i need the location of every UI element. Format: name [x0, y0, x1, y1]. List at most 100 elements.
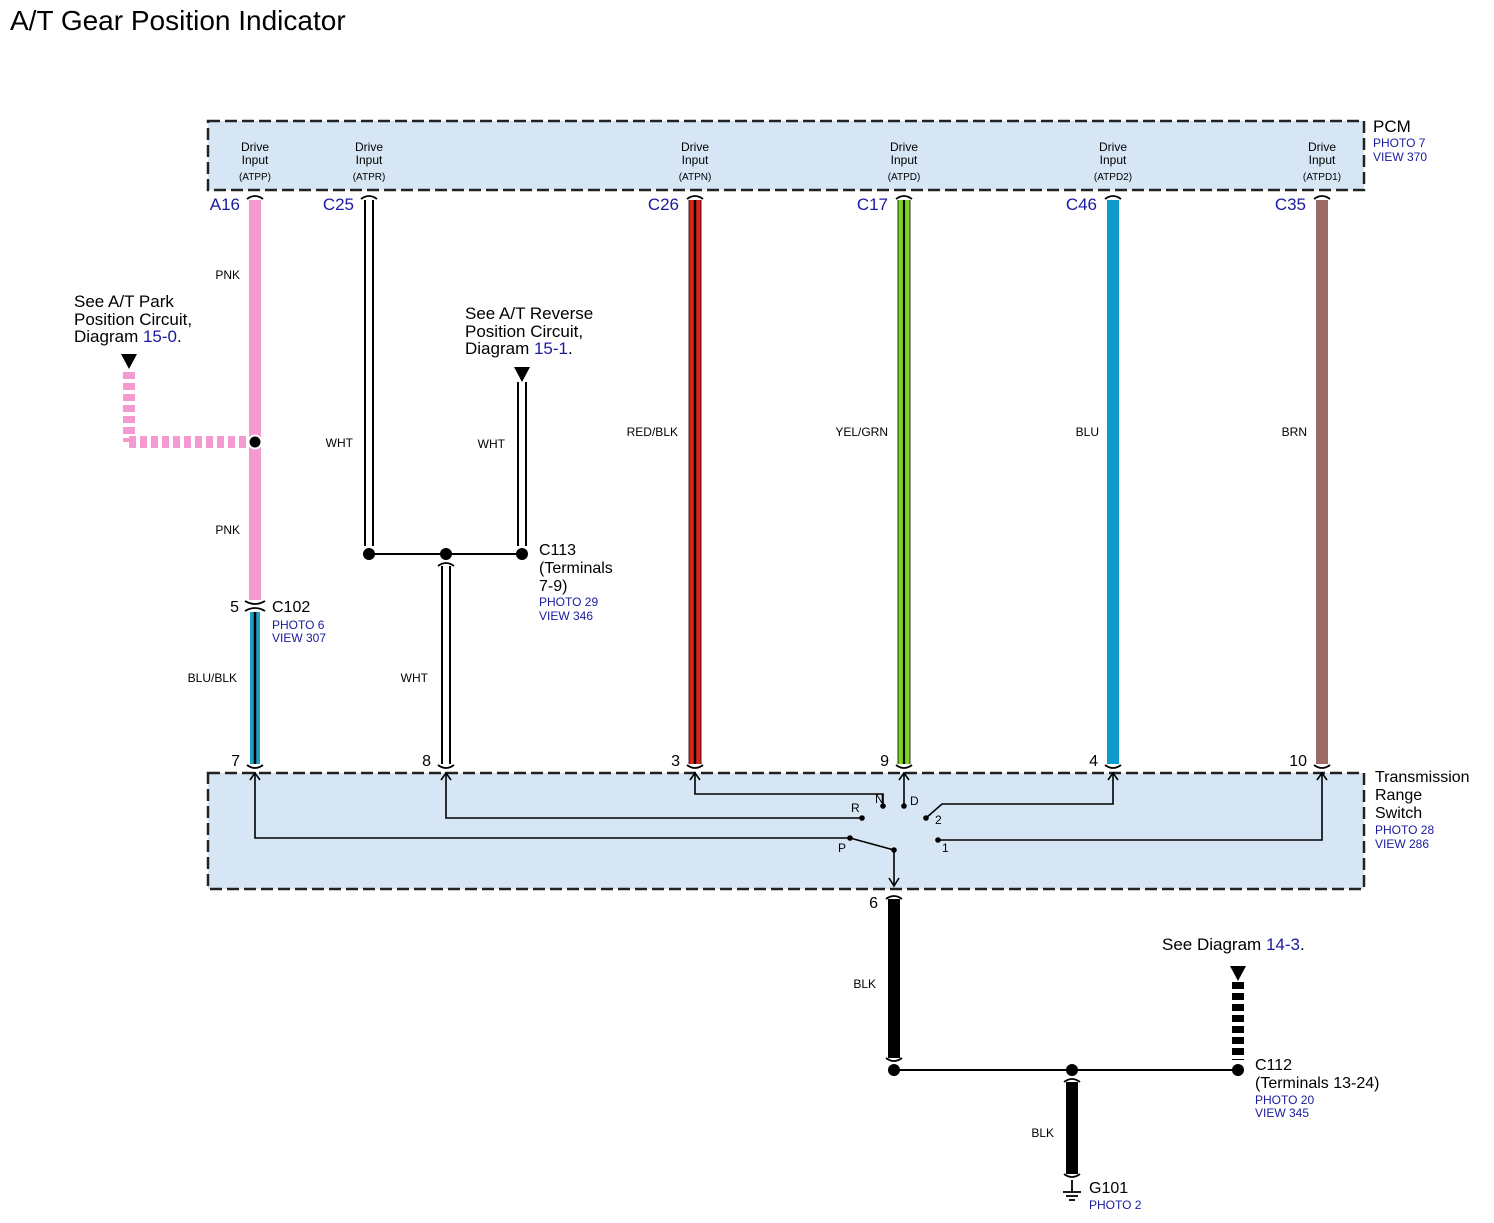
trs-pin-8: 8: [422, 753, 431, 770]
pcm-input-signal: (ATPD2): [1094, 172, 1132, 183]
switch-position-1: 1: [942, 841, 949, 855]
diagram-14-3-link[interactable]: 14-3: [1266, 935, 1300, 954]
trs-label: Switch: [1375, 805, 1422, 822]
splice-point: [440, 548, 452, 560]
g101-label: G101: [1089, 1180, 1128, 1197]
pcm-input-atpr: Drive Input (ATPR): [353, 140, 386, 183]
page-title: A/T Gear Position Indicator: [10, 5, 346, 36]
wire-label-wht: WHT: [326, 436, 354, 450]
wire-label-blu: BLU: [1076, 425, 1099, 439]
wire-label-pnk: PNK: [215, 523, 240, 537]
switch-position-n: N: [875, 792, 884, 806]
pcm-view-link[interactable]: VIEW 370: [1373, 150, 1427, 164]
pcm-pin-a16: A16: [210, 195, 240, 214]
trs-pin-10: 10: [1289, 753, 1307, 770]
splice-point: [247, 434, 263, 450]
switch-contacts: [847, 803, 941, 853]
reverse-ref-note: See A/T Reverse Position Circuit, Diagra…: [465, 304, 593, 358]
trs-label: Range: [1375, 787, 1422, 804]
switch-internal-wiring: [254, 772, 1323, 884]
ground-icon: [1063, 1180, 1081, 1201]
c102-view-link[interactable]: VIEW 307: [272, 631, 326, 645]
c113-view-link[interactable]: VIEW 346: [539, 609, 593, 623]
reverse-diagram-link[interactable]: 15-1: [534, 339, 568, 358]
park-ref-note: See A/T Park Position Circuit, Diagram 1…: [74, 292, 192, 346]
c102-label: C102: [272, 599, 310, 616]
pin6-cap: [885, 895, 903, 900]
trs-pin-7: 7: [231, 753, 240, 770]
switch-position-p: P: [838, 841, 846, 855]
pcm-pin-c46: C46: [1066, 195, 1097, 214]
ref-arrow-icon: [514, 367, 530, 382]
pcm-input-label: Drive: [1308, 140, 1336, 154]
ref-arrow-icon: [1230, 966, 1246, 981]
trs-pin-6: 6: [869, 895, 878, 912]
trs-photo-link[interactable]: PHOTO 28: [1375, 823, 1434, 837]
wire-top-cap: [1063, 1078, 1081, 1083]
pcm-pin-c26: C26: [648, 195, 679, 214]
pcm-input-label: Drive: [241, 140, 269, 154]
park-ref-line: Position Circuit,: [74, 310, 192, 329]
c113-label: C113: [539, 542, 576, 559]
pcm-input-signal: (ATPD): [888, 172, 921, 183]
pcm-input-signal: (ATPN): [679, 172, 712, 183]
wire-label-blk: BLK: [853, 977, 876, 991]
wire-wht-lower: [437, 562, 455, 764]
diagram-ref-note: See Diagram 14-3.: [1162, 935, 1305, 954]
wire-red-blk: [688, 200, 702, 764]
g101-photo-link[interactable]: PHOTO 2: [1089, 1198, 1142, 1212]
wire-label-brn: BRN: [1282, 425, 1307, 439]
pcm-input-label: Input: [891, 153, 918, 167]
splice-point: [363, 548, 375, 560]
c112-view-link[interactable]: VIEW 345: [1255, 1106, 1309, 1120]
pcm-input-label: Drive: [1099, 140, 1127, 154]
pcm-input-label: Input: [356, 153, 383, 167]
trs-pin-3: 3: [671, 753, 680, 770]
pcm-photo-link[interactable]: PHOTO 7: [1373, 136, 1426, 150]
park-ref-line: Diagram 15-0.: [74, 327, 182, 346]
c113-terminals: 7-9): [539, 578, 567, 595]
wire-label-blu-blk: BLU/BLK: [188, 671, 237, 685]
pcm-input-signal: (ATPP): [239, 172, 271, 183]
pcm-input-atpd2: Drive Input (ATPD2): [1094, 140, 1132, 183]
c102-photo-link[interactable]: PHOTO 6: [272, 618, 325, 632]
reverse-ref-line: See A/T Reverse: [465, 304, 593, 323]
pcm-input-atpd1: Drive Input (ATPD1): [1303, 140, 1341, 183]
wire-end-cap: [1063, 1173, 1081, 1178]
wire-label-red-blk: RED/BLK: [627, 425, 678, 439]
pcm-input-signal: (ATPD1): [1303, 172, 1341, 183]
c112-terminals: (Terminals 13-24): [1255, 1075, 1379, 1092]
pcm-label: PCM: [1373, 117, 1411, 136]
c112-label: C112: [1255, 1057, 1292, 1074]
pcm-input-label: Input: [1309, 153, 1336, 167]
arrow-icon: [249, 771, 1328, 888]
reverse-ref-line: Diagram 15-1.: [465, 339, 573, 358]
pcm-input-label: Input: [242, 153, 269, 167]
splice-point: [516, 548, 528, 560]
trs-label: Transmission: [1375, 769, 1470, 786]
c113-photo-link[interactable]: PHOTO 29: [539, 595, 598, 609]
c112-photo-link[interactable]: PHOTO 20: [1255, 1093, 1314, 1107]
pcm-pin-c17: C17: [857, 195, 888, 214]
c113-terminals: (Terminals: [539, 560, 613, 577]
pcm-pin-c35: C35: [1275, 195, 1306, 214]
park-ref-line: See A/T Park: [74, 292, 174, 311]
splice-point: [888, 1064, 900, 1076]
pcm-input-atpp: Drive Input (ATPP): [239, 140, 271, 183]
park-diagram-link[interactable]: 15-0: [143, 327, 177, 346]
trs-view-link[interactable]: VIEW 286: [1375, 837, 1429, 851]
wire-label-wht: WHT: [478, 437, 506, 451]
c102-pin: 5: [230, 599, 239, 616]
pcm-box: [206, 119, 1366, 192]
pcm-input-label: Drive: [890, 140, 918, 154]
pcm-input-atpd: Drive Input (ATPD): [888, 140, 921, 183]
wire-label-blk: BLK: [1031, 1126, 1054, 1140]
switch-position-2: 2: [935, 813, 942, 827]
splice-point: [1066, 1064, 1078, 1076]
trs-pin-9: 9: [880, 753, 889, 770]
ref-arrow-icon: [121, 354, 137, 369]
c102-connector: [244, 600, 266, 612]
pcm-pin-c25: C25: [323, 195, 354, 214]
wire-label-wht: WHT: [401, 671, 429, 685]
